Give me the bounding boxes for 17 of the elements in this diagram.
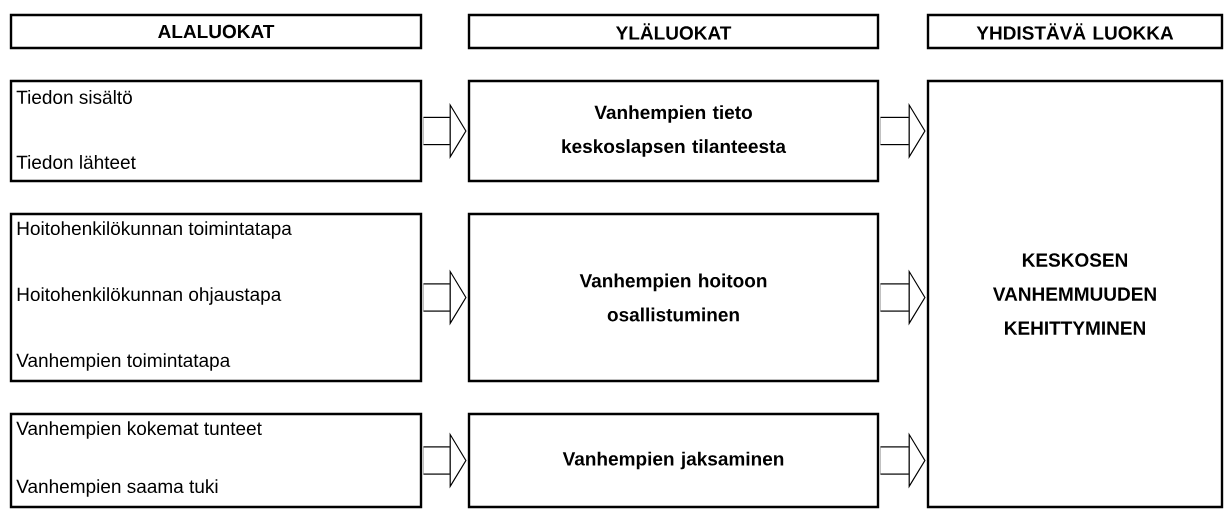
- category-box: [9, 212, 423, 383]
- item-text: Vanhempien saama tuki: [16, 479, 218, 497]
- category-box: [9, 79, 423, 183]
- category-box: Vanhempien jaksaminen: [467, 412, 880, 509]
- category-box: Vanhempien tieto keskoslapsen tilanteesta: [467, 79, 880, 183]
- item-text: Hoitohenkilökunnan toimintatapa: [17, 221, 292, 239]
- heading-box: YLÄLUOKAT: [467, 13, 880, 50]
- category-box: Vanhempien hoitoon osallistuminen: [467, 212, 880, 383]
- heading-box: ALALUOKAT: [9, 13, 423, 50]
- item-text: Hoitohenkilökunnan ohjaustapa: [17, 287, 282, 305]
- item-text: Vanhempien kokemat tunteet: [16, 421, 262, 439]
- heading-box: YHDISTÄVÄ LUOKKA: [926, 13, 1224, 50]
- item-text: Vanhempien toimintatapa: [16, 353, 231, 371]
- category-box: KESKOSEN VANHEMMUUDEN KEHITTYMINEN: [926, 79, 1224, 509]
- category-box: [9, 412, 423, 509]
- item-text: Tiedon lähteet: [16, 155, 136, 169]
- item-text: Tiedon sisältö: [16, 90, 132, 104]
